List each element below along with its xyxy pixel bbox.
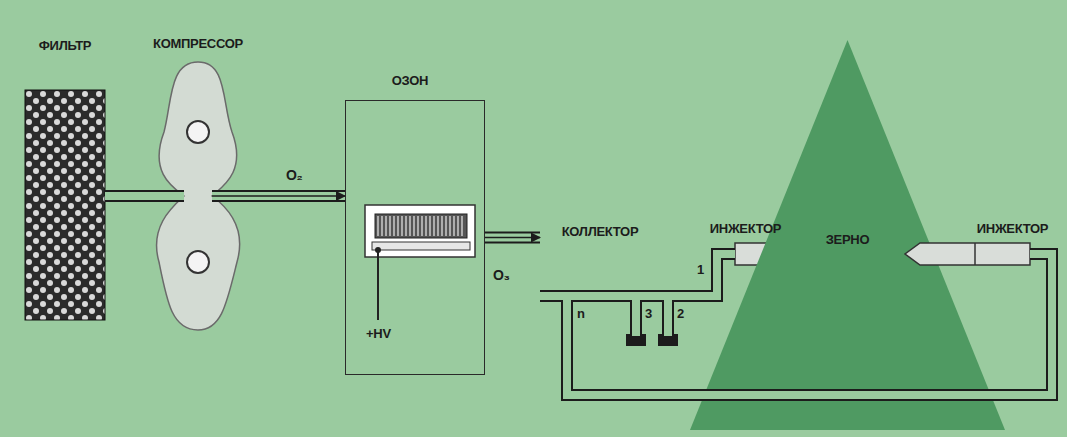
generator-plate xyxy=(445,216,446,236)
generator-plate xyxy=(441,216,442,236)
generator-plate xyxy=(433,216,434,236)
generator-plate xyxy=(461,216,462,236)
generator-plate xyxy=(393,216,394,236)
voltage-label: +HV xyxy=(366,326,391,341)
tap-number: 3 xyxy=(645,306,652,321)
label-holder: +HV xyxy=(366,326,391,341)
gas-pipe xyxy=(700,254,735,296)
part-name: ИНЖЕКТОР xyxy=(683,221,808,236)
generator-plate xyxy=(453,216,454,236)
generator-plate xyxy=(377,216,378,236)
label-holder: 2 xyxy=(677,306,684,321)
part-name: КОЛЛЕКТОР xyxy=(520,224,680,239)
generator-plate xyxy=(409,216,410,236)
injector-joint xyxy=(974,243,976,265)
pipe-wall xyxy=(105,190,184,202)
generator-plate xyxy=(417,216,418,236)
filter-box: ФИЛЬТР xyxy=(25,90,105,320)
compressor-rotor xyxy=(187,251,209,273)
generator-plate xyxy=(457,216,458,236)
part-name: ЗЕРНО xyxy=(690,232,1005,247)
generator-plate xyxy=(401,216,402,236)
generator-plate xyxy=(437,216,438,236)
compressor-body xyxy=(157,62,240,330)
part-name: ФИЛЬТР xyxy=(25,38,105,53)
generator-plate xyxy=(385,216,386,236)
gas-pipe xyxy=(105,196,184,197)
compressor-rotor xyxy=(187,121,209,143)
grain-triangle xyxy=(690,40,1005,430)
collector-tap xyxy=(626,299,678,340)
generator-plate xyxy=(429,216,430,236)
filter-box-outline xyxy=(25,90,105,320)
gas-label: O₃ xyxy=(493,268,510,283)
injector-body xyxy=(905,243,1030,265)
tap-number: 1 xyxy=(697,262,704,277)
label-holder: n xyxy=(577,306,585,321)
injector: ИНЖЕКТОР xyxy=(905,243,1030,265)
label-holder: 1 xyxy=(697,262,704,277)
pipe-wall xyxy=(485,232,540,244)
generator-plate xyxy=(405,216,406,236)
injector-outline xyxy=(905,243,1030,265)
generator-plate xyxy=(413,216,414,236)
label-holder: O₂ xyxy=(286,168,303,183)
gas-label: O₂ xyxy=(286,168,303,183)
flow-arrow xyxy=(485,237,540,239)
label-holder: O₃ xyxy=(493,268,510,283)
flow-arrow xyxy=(212,195,345,197)
generator-plate xyxy=(421,216,422,236)
ozone-generator xyxy=(365,205,475,320)
pipe-bore xyxy=(212,192,345,200)
gas-pipe xyxy=(212,196,345,197)
generator-plate xyxy=(381,216,382,236)
filter-media xyxy=(25,90,105,320)
part-name: ОЗОН xyxy=(340,73,480,88)
pipe-wall xyxy=(700,254,735,296)
label-holder: 3 xyxy=(645,306,652,321)
gas-pipe xyxy=(485,237,540,238)
pipe-bore xyxy=(105,192,184,200)
generator-plate xyxy=(449,216,450,236)
tap-number: n xyxy=(577,306,585,321)
generator-plate xyxy=(425,216,426,236)
pipe-wall xyxy=(212,190,345,202)
part-name: ИНЖЕКТОР xyxy=(950,221,1067,236)
part-name: КОМПРЕССОР xyxy=(152,36,244,51)
tap-number: 2 xyxy=(677,306,684,321)
grain-pile: ЗЕРНО xyxy=(690,40,1005,430)
generator-plate xyxy=(389,216,390,236)
pipe-bore xyxy=(700,254,735,296)
pipe-bore xyxy=(485,234,540,242)
generator-plate xyxy=(397,216,398,236)
